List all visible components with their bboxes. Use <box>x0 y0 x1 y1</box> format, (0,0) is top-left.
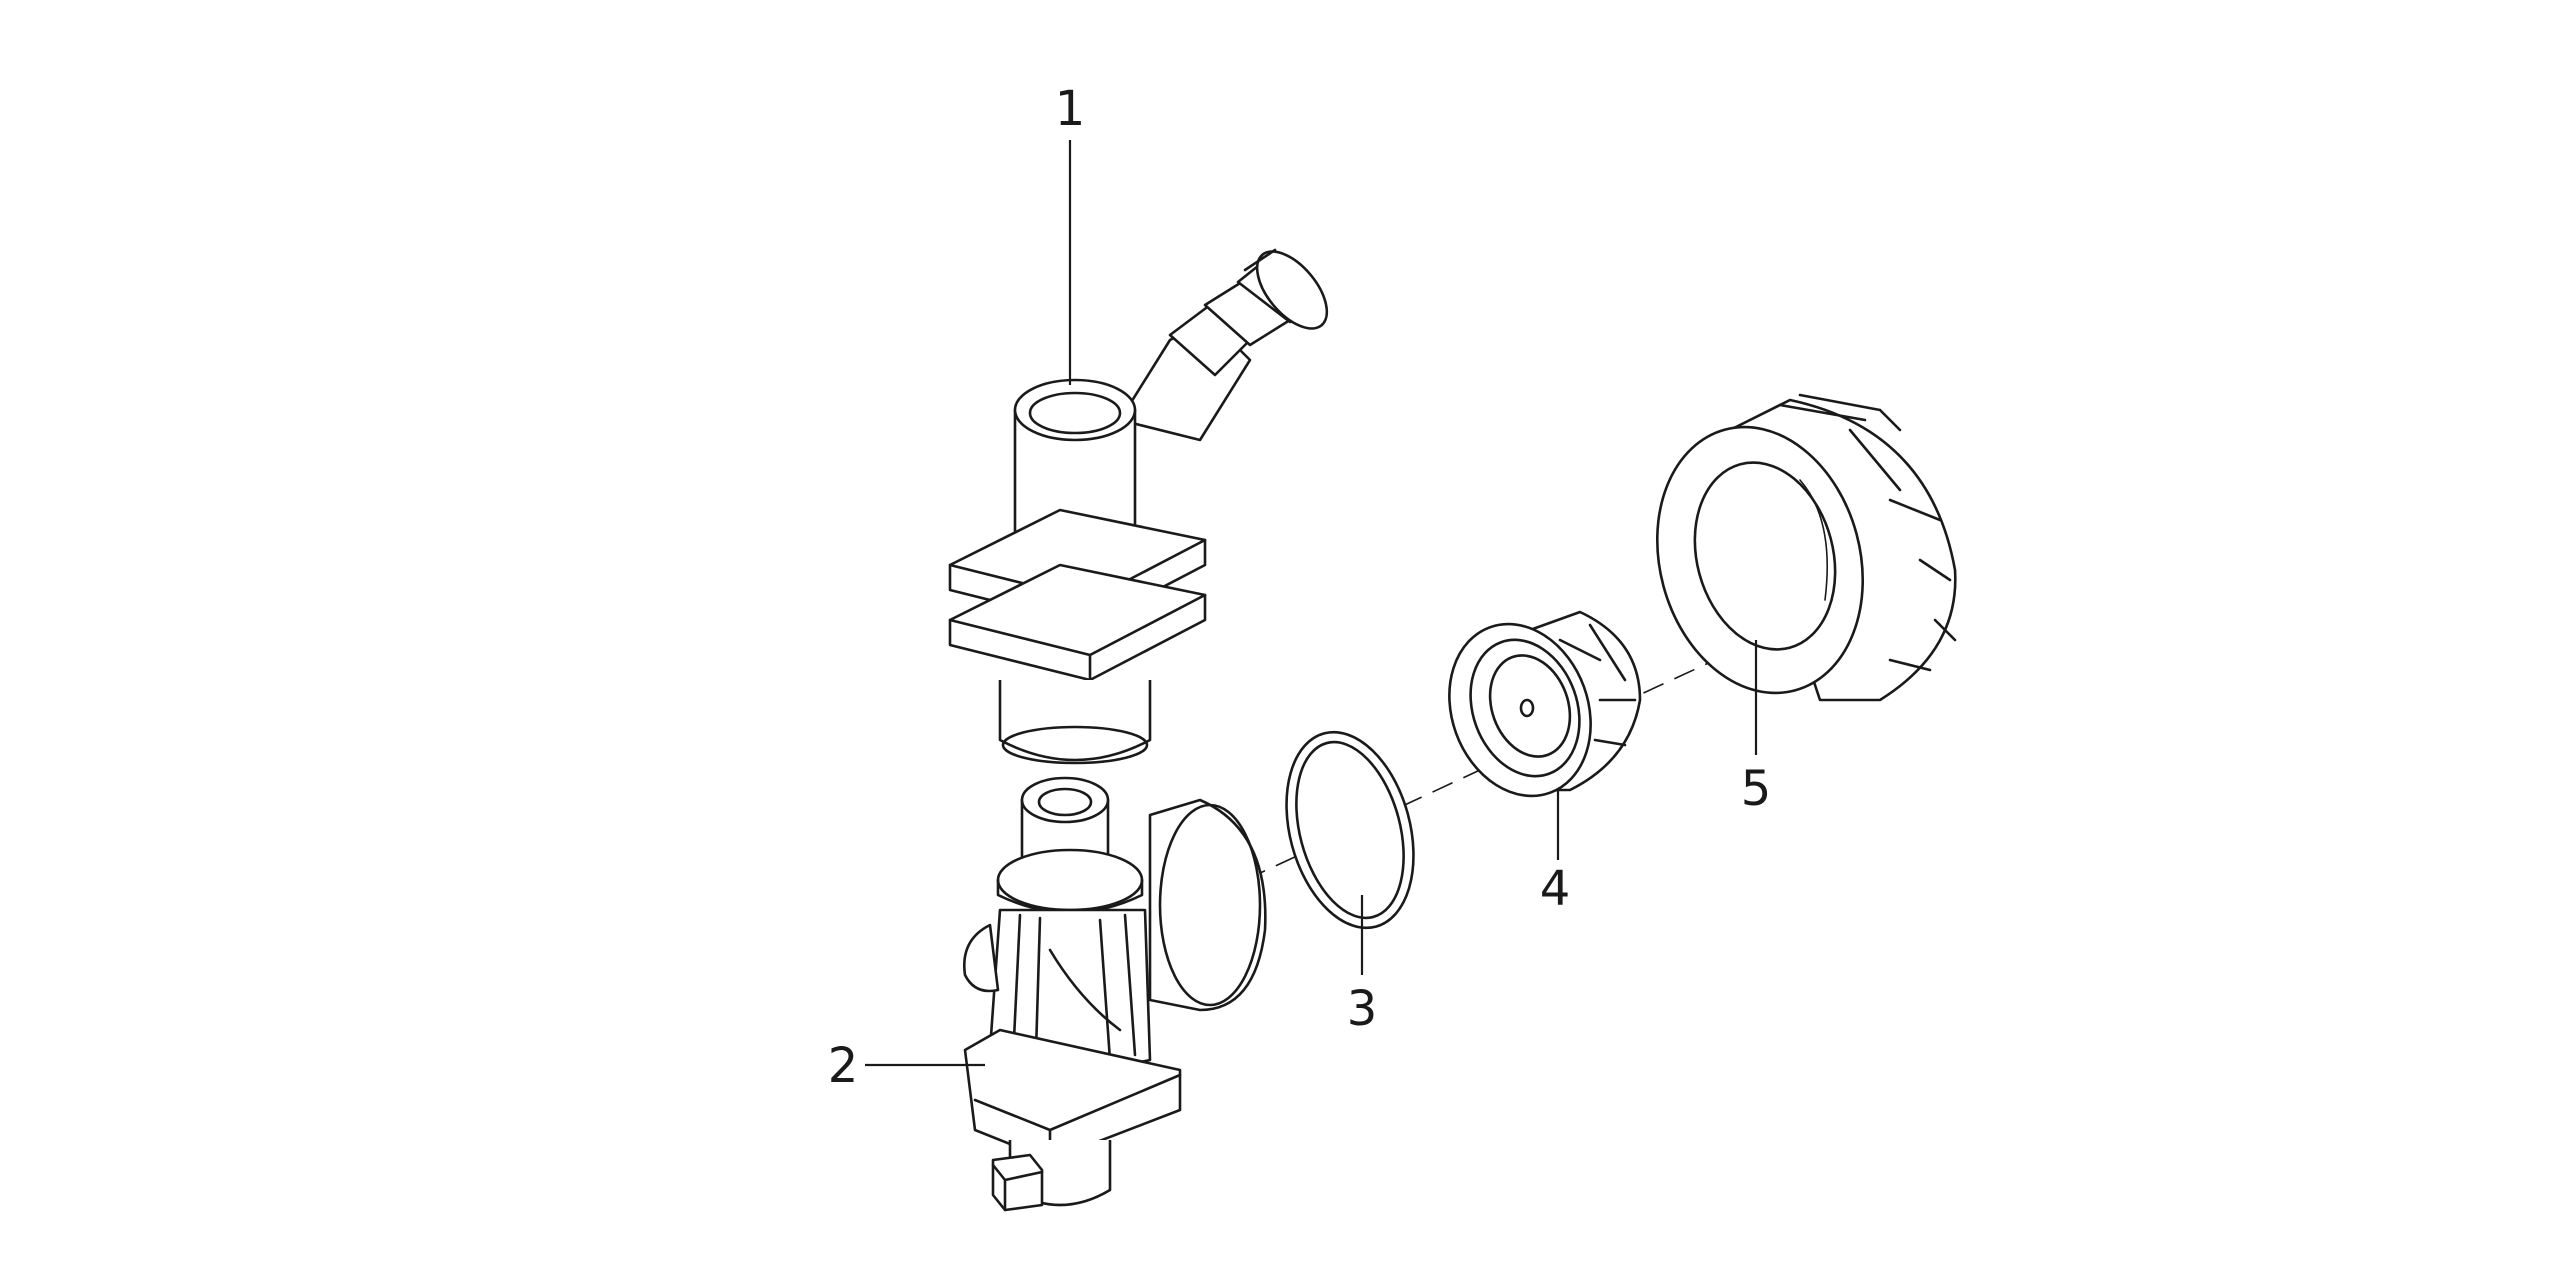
part-2-nozzle-body <box>963 776 1267 1212</box>
callout-3: 3 <box>1347 981 1378 1037</box>
callout-5: 5 <box>1741 761 1772 817</box>
part-4-nozzle-tip <box>1448 610 1642 798</box>
part-5-cap-nut <box>1655 393 1957 702</box>
part-3-o-ring <box>1285 730 1415 930</box>
callout-2: 2 <box>828 1038 859 1094</box>
part-1-elbow-hose-barb <box>948 248 1329 765</box>
callout-1: 1 <box>1055 81 1086 137</box>
callout-4: 4 <box>1540 861 1571 917</box>
